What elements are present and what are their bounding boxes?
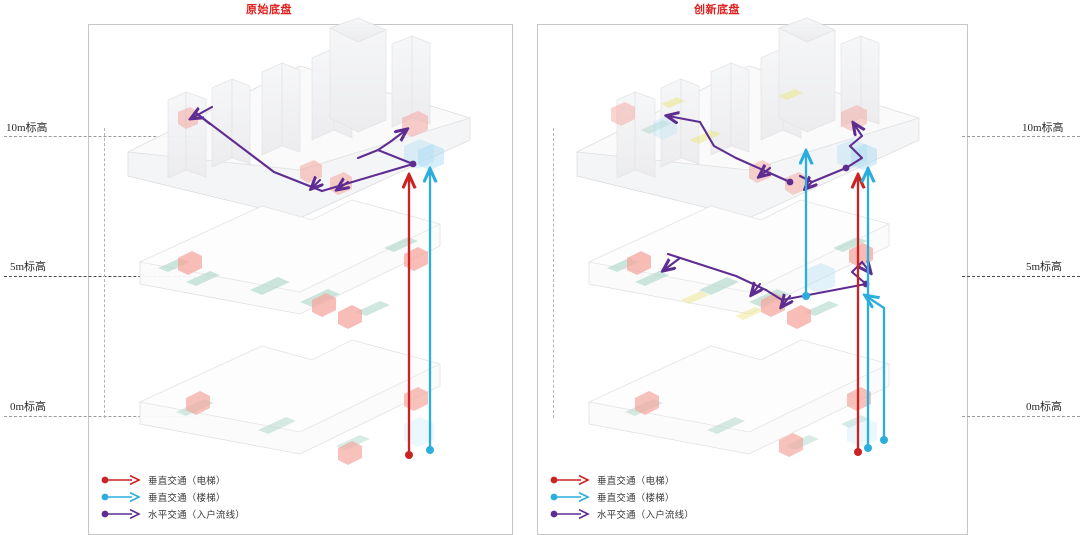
- panel-title-original: 原始底盘: [246, 3, 292, 16]
- legend-label-stair: 垂直交通（楼梯）: [597, 493, 675, 504]
- legend-label-elevator: 垂直交通（电梯）: [597, 476, 675, 487]
- legend-item-stair: 垂直交通（楼梯）: [549, 488, 694, 505]
- elevation-label-right-10m: 10m标高: [1022, 122, 1064, 134]
- arrow-right-icon: [549, 507, 593, 521]
- legend-original: 垂直交通（电梯） 垂直交通（楼梯） 水平交通（入户流线）: [100, 471, 245, 522]
- elevation-label-left-5m: 5m标高: [10, 261, 47, 273]
- elevation-label-left-0m: 0m标高: [10, 401, 47, 413]
- arrow-right-icon: [549, 473, 593, 487]
- legend-item-elevator: 垂直交通（电梯）: [549, 471, 694, 488]
- legend-item-circulation: 水平交通（入户流线）: [549, 505, 694, 522]
- elevation-line-right-0m: [962, 416, 1080, 417]
- elevation-label-right-0m: 0m标高: [1026, 401, 1063, 413]
- arrow-right-icon: [100, 490, 144, 504]
- legend-innovative: 垂直交通（电梯） 垂直交通（楼梯） 水平交通（入户流线）: [549, 471, 694, 522]
- elevation-label-left-10m: 10m标高: [6, 122, 48, 134]
- arrow-right-icon: [100, 473, 144, 487]
- panel-frame-innovative: [537, 24, 968, 535]
- elevation-line-left-0m: [4, 416, 196, 417]
- elevation-line-right-5m: [962, 276, 1080, 277]
- arrow-right-icon: [549, 490, 593, 504]
- legend-label-stair: 垂直交通（楼梯）: [148, 493, 226, 504]
- vertical-guide-right: [553, 128, 554, 418]
- vertical-guide-left: [104, 128, 105, 418]
- arrow-right-icon: [100, 507, 144, 521]
- legend-item-elevator: 垂直交通（电梯）: [100, 471, 245, 488]
- elevation-label-right-5m: 5m标高: [1026, 261, 1063, 273]
- legend-label-circulation: 水平交通（入户流线）: [597, 510, 695, 521]
- elevation-line-left-5m: [4, 276, 196, 277]
- legend-item-circulation: 水平交通（入户流线）: [100, 505, 245, 522]
- legend-label-elevator: 垂直交通（电梯）: [148, 476, 226, 487]
- elevation-line-left-10m: [4, 136, 196, 137]
- elevation-line-right-10m: [962, 136, 1080, 137]
- legend-item-stair: 垂直交通（楼梯）: [100, 488, 245, 505]
- panel-title-innovative: 创新底盘: [694, 3, 740, 16]
- panel-frame-original: [88, 24, 513, 535]
- legend-label-circulation: 水平交通（入户流线）: [148, 510, 246, 521]
